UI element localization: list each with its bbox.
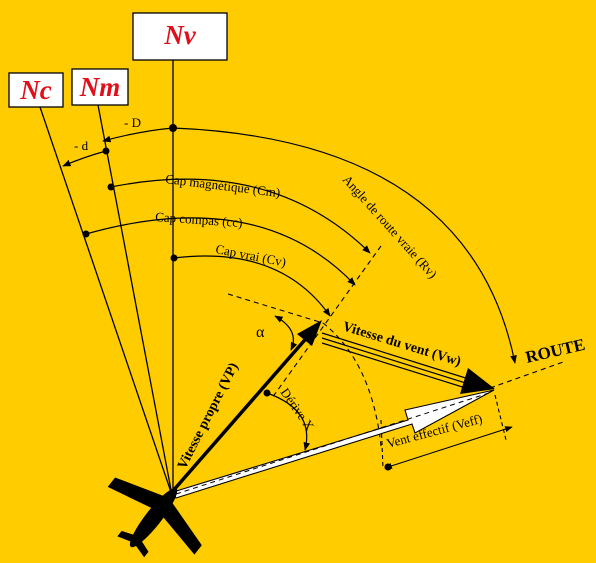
magnetic-heading-label: Cap magnétique (Cm) xyxy=(165,171,281,200)
drift-label: Dérive X xyxy=(278,385,318,433)
compass-north-line xyxy=(39,106,173,496)
magnetic-heading-arc xyxy=(110,178,371,254)
airspeed-label: Vitesse propre (VP) xyxy=(175,360,242,472)
wind-vector xyxy=(321,332,473,381)
route-label: ROUTE xyxy=(524,335,587,367)
route-extension-dashed xyxy=(489,360,567,389)
true-route-label: Angle de route vraie (Rv) xyxy=(340,172,441,281)
magnetic-north-line xyxy=(97,104,173,496)
aircraft-icon xyxy=(107,477,202,558)
alpha-arc xyxy=(274,315,298,351)
magnetic-north-box: Nm xyxy=(71,68,129,106)
dot-veff-left xyxy=(384,463,392,471)
heading-extension-dashed xyxy=(271,245,382,399)
wind-extension-dashed xyxy=(227,293,324,324)
declination-arrow xyxy=(102,127,174,143)
route-vector xyxy=(172,389,495,499)
veff-tick-right xyxy=(494,394,507,441)
deviation-arrow xyxy=(62,150,107,167)
compass-north-box: Nc xyxy=(8,72,64,108)
wind-arrowhead xyxy=(460,368,495,394)
true-heading-label: Cap vrai (Cv) xyxy=(214,241,287,269)
magnetic-north-label: Nm xyxy=(79,72,121,102)
compass-heading-arc xyxy=(85,217,356,286)
wind-vector-3 xyxy=(321,342,473,391)
true-heading-arc xyxy=(173,255,331,317)
true-north-label: Nv xyxy=(163,20,196,50)
true-north-box: Nv xyxy=(132,12,228,61)
compass-heading-label: Cap compas (cc) xyxy=(155,209,243,230)
deviation-label: - d xyxy=(74,138,89,153)
drift-arc xyxy=(266,392,311,451)
compass-north-label: Nc xyxy=(19,75,51,105)
airspeed-vector xyxy=(170,332,312,494)
airspeed-arrowhead xyxy=(297,320,322,346)
route-vector-centerline xyxy=(175,391,493,495)
wind-circle-arc-dashed xyxy=(322,322,382,447)
wind-vector-2 xyxy=(321,337,473,386)
true-route-arc xyxy=(172,127,517,364)
effective-wind-dimension xyxy=(384,426,513,469)
alpha-label: α xyxy=(256,324,265,341)
declination-label: - D xyxy=(124,115,141,130)
